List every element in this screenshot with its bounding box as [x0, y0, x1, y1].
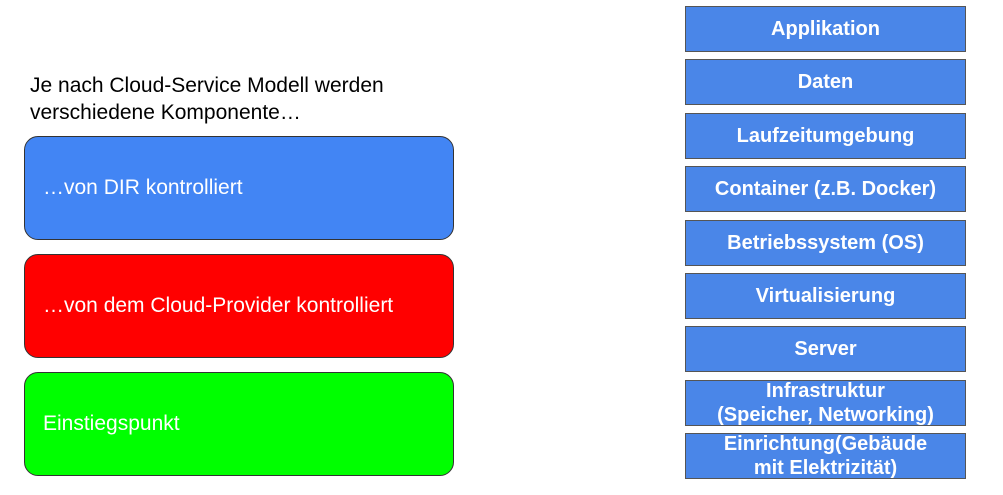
- legend-entry-point: Einstiegspunkt: [24, 372, 454, 476]
- layer-daten: Daten: [685, 59, 966, 105]
- layer-label: Einrichtung(Gebäude mit Elektrizität): [723, 433, 928, 479]
- layer-label: Applikation: [771, 17, 880, 40]
- layer-label: Laufzeitumgebung: [736, 124, 915, 147]
- layer-virtualisierung: Virtualisierung: [685, 273, 966, 319]
- layer-einrichtung: Einrichtung(Gebäude mit Elektrizität): [685, 433, 966, 479]
- legend-entry-point-label: Einstiegspunkt: [43, 412, 180, 435]
- layer-label: Container (z.B. Docker): [714, 177, 937, 200]
- layer-server: Server: [685, 326, 966, 372]
- layer-container: Container (z.B. Docker): [685, 166, 966, 212]
- legend-user-controlled: …von DIR kontrolliert: [24, 136, 454, 240]
- layer-label: Server: [794, 337, 857, 360]
- layer-label: Infrastruktur (Speicher, Networking): [717, 380, 934, 426]
- layer-laufzeitumgebung: Laufzeitumgebung: [685, 113, 966, 159]
- layer-label: Daten: [797, 70, 854, 93]
- layer-label: Betriebssystem (OS): [727, 231, 924, 254]
- legend-provider-controlled: …von dem Cloud-Provider kontrolliert: [24, 254, 454, 358]
- layer-betriebssystem: Betriebssystem (OS): [685, 220, 966, 266]
- legend-provider-controlled-label: …von dem Cloud-Provider kontrolliert: [43, 294, 394, 317]
- layer-applikation: Applikation: [685, 6, 966, 52]
- intro-text: Je nach Cloud-Service Modell werden vers…: [30, 74, 384, 124]
- legend-user-controlled-label: …von DIR kontrolliert: [43, 176, 243, 199]
- layer-label: Virtualisierung: [755, 284, 896, 307]
- layer-infrastruktur: Infrastruktur (Speicher, Networking): [685, 380, 966, 426]
